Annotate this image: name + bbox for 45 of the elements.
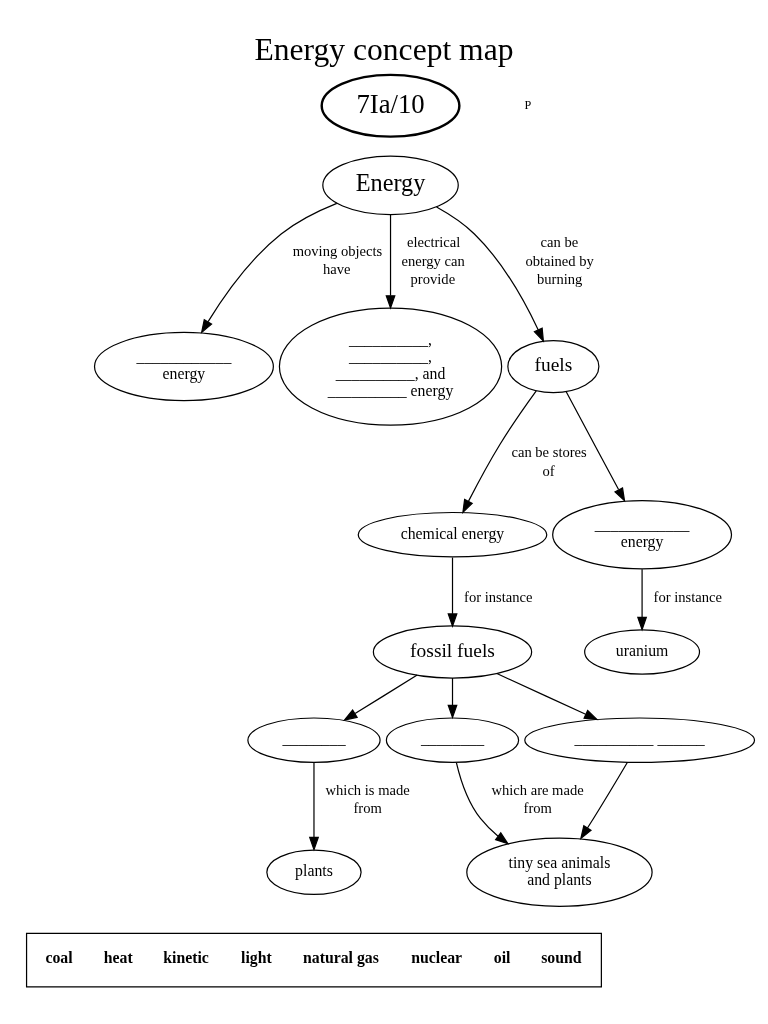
label: natural gas <box>303 949 379 967</box>
node-ellipse: ____________ energy <box>552 500 733 570</box>
node-ellipse: uranium <box>584 629 701 675</box>
arrow <box>342 674 418 722</box>
arrow <box>308 762 320 852</box>
label: light <box>241 949 272 967</box>
arrow <box>579 761 628 840</box>
node-ellipse: ________ <box>247 717 381 764</box>
node-ellipse: 7Ia/10 <box>320 73 461 138</box>
node-ellipse: Energy <box>322 155 459 216</box>
edge-label: for instance <box>653 589 723 606</box>
edge-label: electrical energy can provide <box>401 234 465 287</box>
edge-label: for instance <box>464 589 533 606</box>
arrow <box>447 556 458 628</box>
node-ellipse: ____________ energy <box>93 331 274 402</box>
edge-label: moving objects have <box>292 243 383 278</box>
node-ellipse: fossil fuels <box>372 625 533 679</box>
label: sound <box>541 949 582 967</box>
label: coal <box>45 949 73 967</box>
label: nuclear <box>411 949 463 967</box>
arrow <box>435 206 545 343</box>
label: P <box>524 97 532 112</box>
arrow <box>455 762 510 845</box>
edge-label: can be obtained by burning <box>525 234 594 287</box>
diagram-title: Energy concept map <box>254 32 514 67</box>
node-ellipse: tiny sea animals and plants <box>466 837 653 907</box>
node-ellipse: __________, __________, __________, and __________ energy <box>278 307 503 426</box>
label: oil <box>493 949 511 967</box>
arrow <box>636 568 648 632</box>
node-ellipse: __________ ______ <box>524 717 756 764</box>
arrow <box>447 677 458 720</box>
edge-label: can be stores of <box>511 444 587 479</box>
arrow <box>462 390 537 514</box>
arrow <box>565 390 626 503</box>
edge-label: which is made from <box>325 781 410 817</box>
label: kinetic <box>163 949 209 967</box>
arrow <box>385 214 396 310</box>
arrow <box>200 202 338 334</box>
edge-label: which are made from <box>491 781 584 817</box>
arrow <box>496 672 599 721</box>
node-ellipse: chemical energy <box>357 511 548 558</box>
node-ellipse: plants <box>266 849 362 896</box>
label: heat <box>103 949 133 967</box>
node-ellipse: ________ <box>385 717 520 764</box>
node-ellipse: fuels <box>507 339 600 394</box>
